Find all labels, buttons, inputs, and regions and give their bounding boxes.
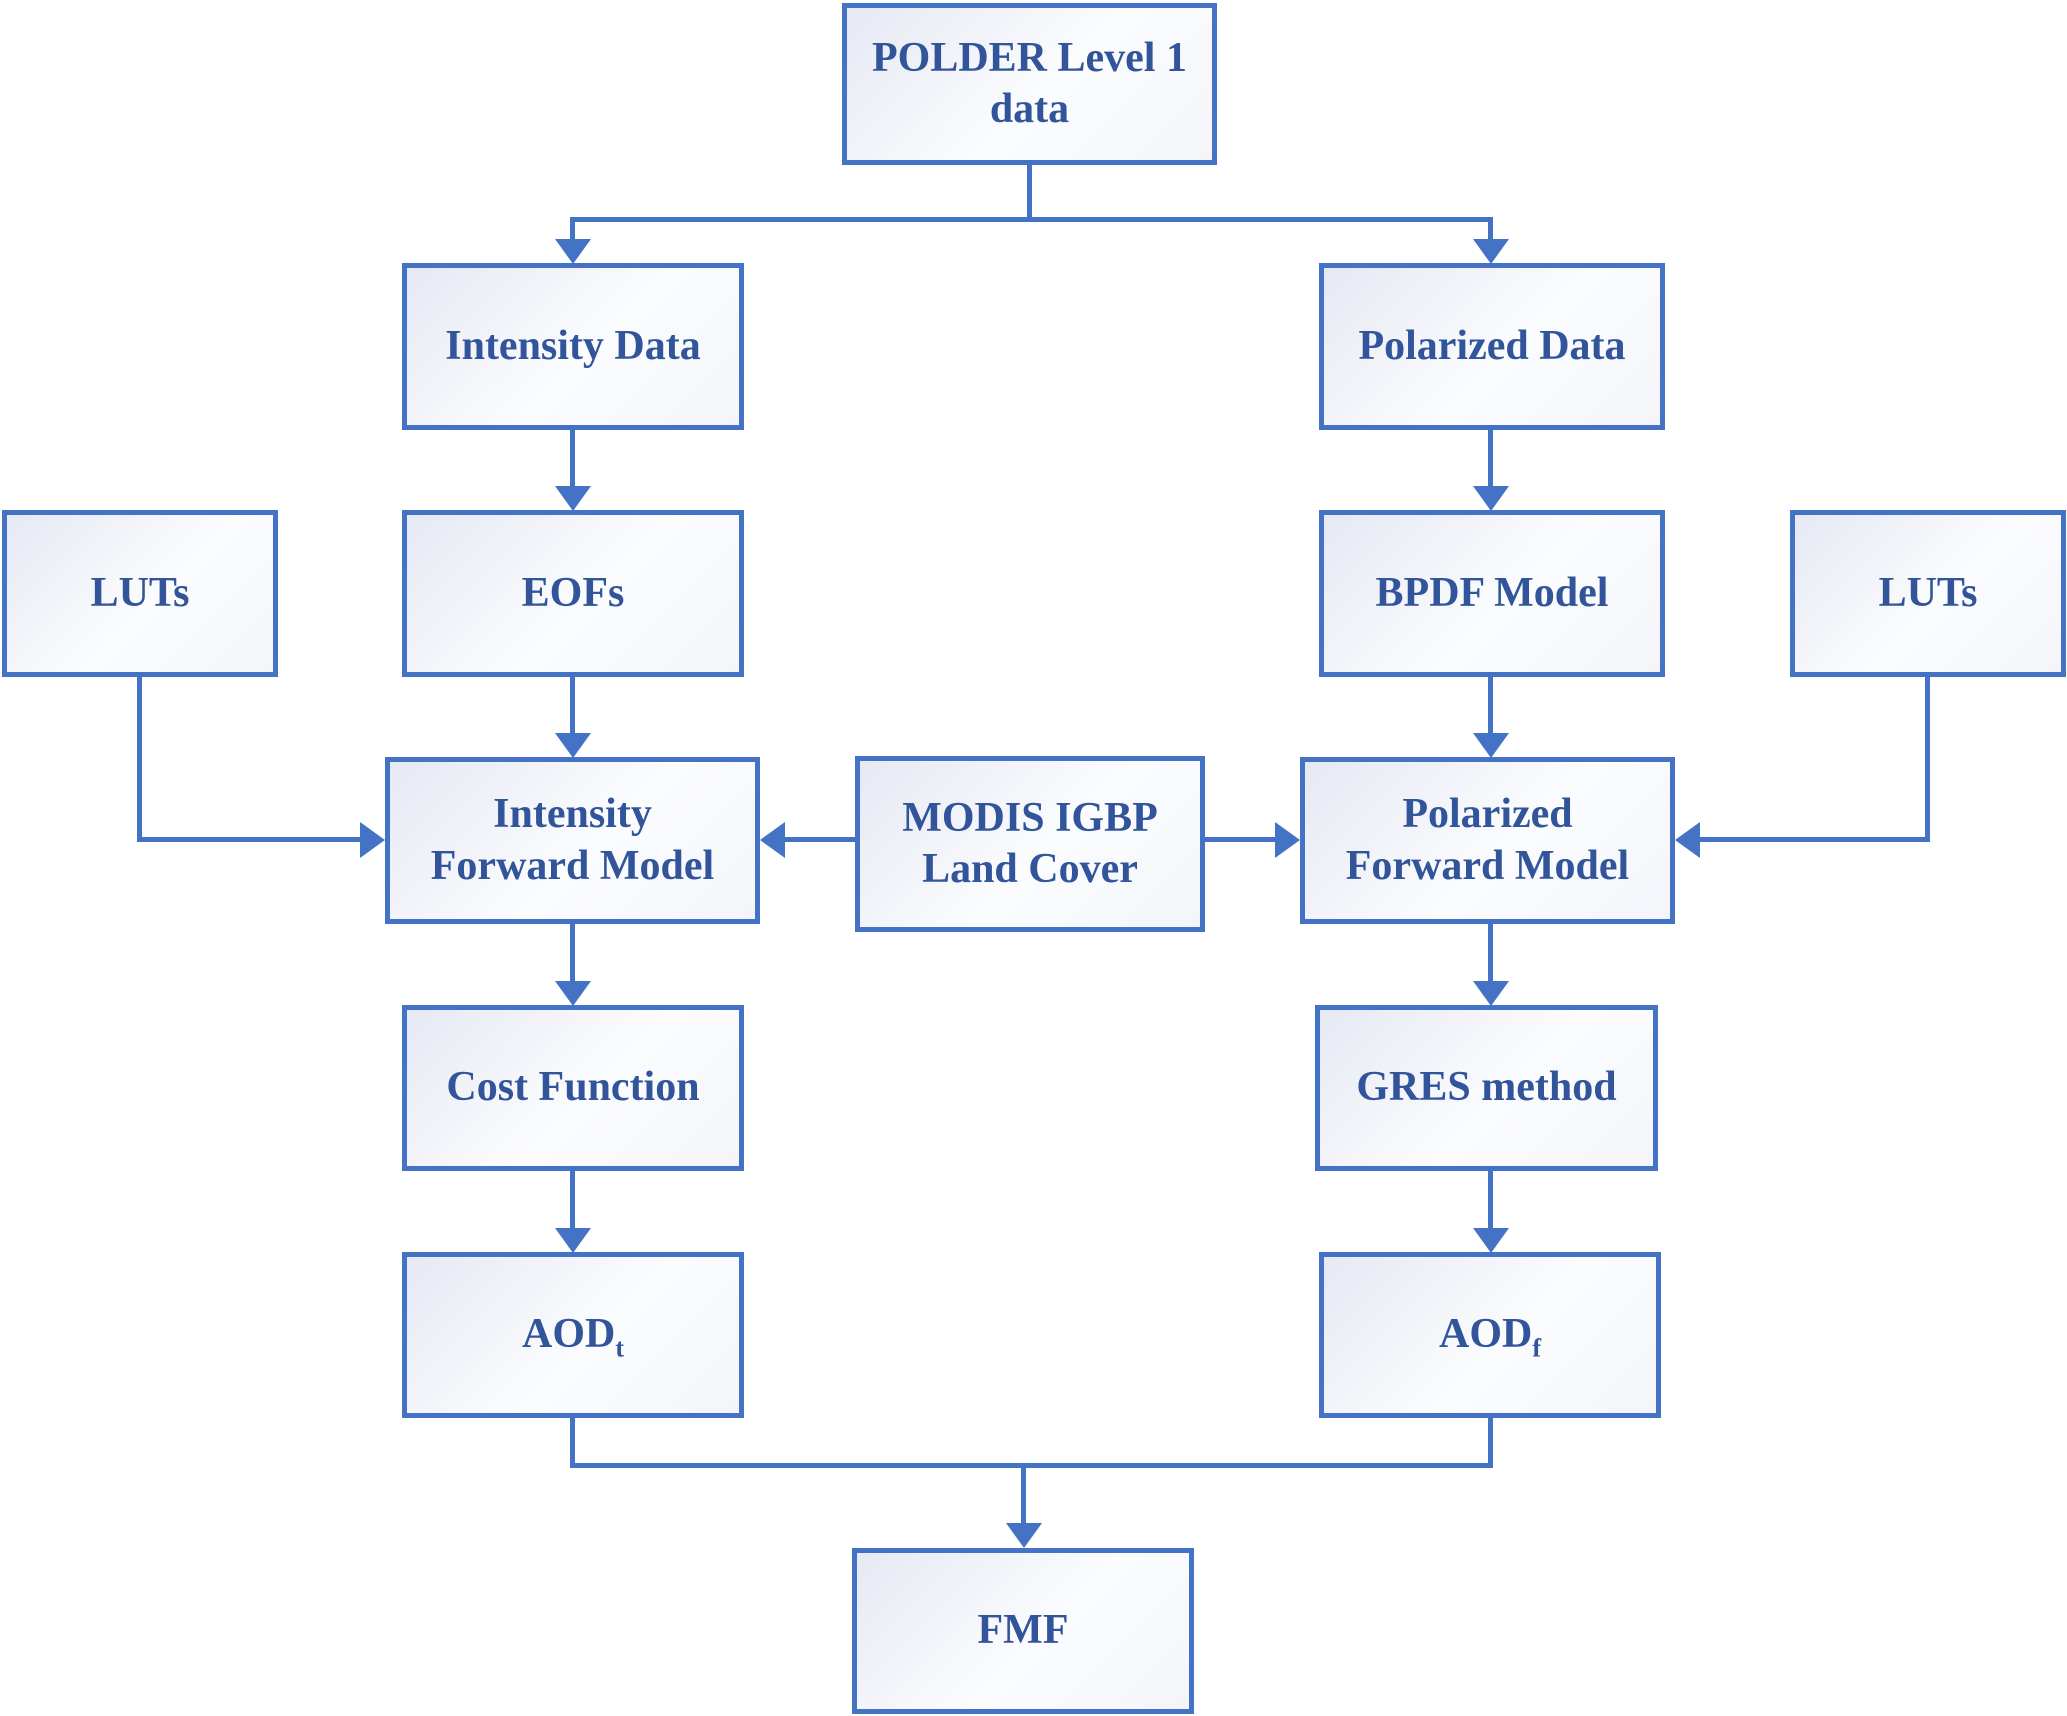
node-label: data — [989, 86, 1070, 132]
node-label: GRES method — [1356, 1064, 1617, 1111]
node-label: Land Cover — [922, 846, 1138, 892]
connector-luts-left-down — [137, 677, 142, 842]
node-label: Cost Function — [446, 1064, 700, 1111]
node-aod-t: AODt — [402, 1252, 744, 1418]
arrow-down-icon — [555, 239, 591, 264]
connector-cost-to-aod-t — [570, 1171, 575, 1229]
node-aod-f: AODf — [1319, 1252, 1661, 1418]
node-label: Forward Model — [430, 842, 715, 889]
connector-eofs-to-ifm — [570, 677, 575, 734]
connector-polarized-data-to-bpdf — [1488, 430, 1493, 487]
arrow-down-icon — [555, 733, 591, 758]
connector-pfm-to-gres — [1488, 924, 1493, 982]
node-polarized-forward-model: Polarized Forward Model — [1300, 757, 1675, 924]
connector-gres-to-aod-f — [1488, 1171, 1493, 1229]
arrow-down-icon — [1473, 1228, 1509, 1253]
arrow-down-icon — [1006, 1523, 1042, 1548]
node-intensity-forward-model: Intensity Forward Model — [385, 757, 760, 924]
connector-polder-stem — [1027, 164, 1032, 220]
node-label: Intensity — [493, 791, 652, 838]
connector-intensity-data-to-eofs — [570, 430, 575, 487]
node-modis-igbp-land-cover: MODIS IGBP Land Cover — [855, 756, 1205, 932]
arrow-left-icon — [1675, 822, 1700, 858]
node-fmf: FMF — [852, 1548, 1194, 1714]
arrow-down-icon — [1473, 486, 1509, 511]
arrow-left-icon — [760, 822, 785, 858]
node-gres-method: GRES method — [1315, 1005, 1658, 1171]
arrow-down-icon — [1473, 733, 1509, 758]
node-polarized-data: Polarized Data — [1319, 263, 1665, 430]
connector-bpdf-to-pfm — [1488, 677, 1493, 734]
connector-aod-f-down — [1488, 1418, 1493, 1468]
arrow-down-icon — [555, 486, 591, 511]
connector-luts-left-across — [137, 837, 361, 842]
node-label: POLDER Level 1 — [872, 34, 1187, 81]
arrow-down-icon — [555, 981, 591, 1006]
node-label: Polarized — [1402, 791, 1573, 838]
node-polder-level-1-data: POLDER Level 1 data — [842, 3, 1217, 165]
arrow-right-icon — [360, 822, 385, 858]
connector-luts-right-down — [1925, 677, 1930, 842]
arrow-right-icon — [1275, 822, 1300, 858]
node-label: MODIS IGBP — [902, 794, 1158, 841]
node-label: Forward Model — [1345, 842, 1630, 889]
connector-modis-to-ifm — [784, 837, 855, 842]
arrow-down-icon — [1473, 981, 1509, 1006]
arrow-down-icon — [555, 1228, 591, 1253]
node-label: Polarized Data — [1358, 322, 1626, 369]
node-label: Intensity Data — [445, 322, 701, 369]
node-label: EOFs — [521, 569, 625, 616]
node-label: LUTs — [1878, 569, 1978, 616]
node-luts-right: LUTs — [1790, 510, 2066, 677]
node-bpdf-model: BPDF Model — [1319, 510, 1665, 677]
connector-luts-right-across — [1700, 837, 1930, 842]
node-label: AODt — [521, 1311, 624, 1363]
node-label: FMF — [977, 1607, 1069, 1654]
node-label: LUTs — [90, 569, 190, 616]
connector-polder-split — [570, 217, 1492, 222]
node-luts-left: LUTs — [2, 510, 278, 677]
arrow-down-icon — [1473, 239, 1509, 264]
node-label: BPDF Model — [1375, 569, 1609, 616]
connector-split-to-intensity-data — [570, 217, 575, 241]
node-cost-function: Cost Function — [402, 1005, 744, 1171]
connector-ifm-to-cost — [570, 924, 575, 982]
connector-split-to-polarized-data — [1488, 217, 1493, 241]
node-label: AODf — [1438, 1311, 1541, 1363]
connector-aod-t-down — [570, 1418, 575, 1468]
connector-merge-to-fmf — [1021, 1463, 1026, 1524]
connector-modis-to-pfm — [1205, 837, 1276, 842]
node-intensity-data: Intensity Data — [402, 263, 744, 430]
connector-merge-line — [570, 1463, 1493, 1468]
node-eofs: EOFs — [402, 510, 744, 677]
